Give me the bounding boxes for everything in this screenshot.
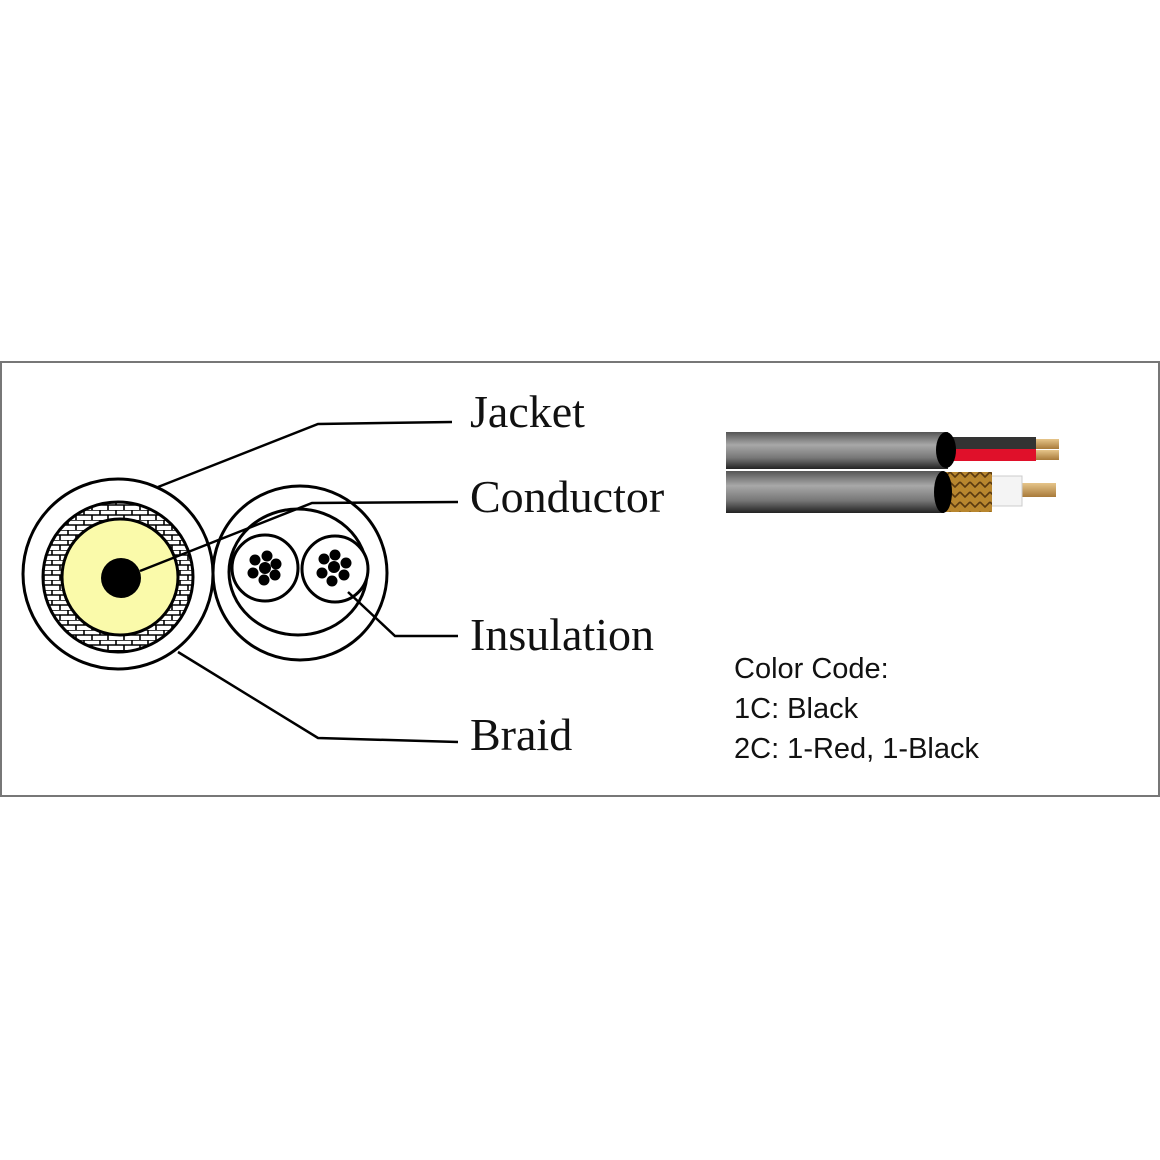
coax-cross-section xyxy=(21,477,215,671)
color-code-2c: 2C: 1-Red, 1-Black xyxy=(734,733,979,765)
power-pair-cross-section xyxy=(211,484,389,662)
copper-tip-1 xyxy=(1035,439,1059,449)
pair-jacket-circle xyxy=(211,484,389,662)
braid-leader xyxy=(177,650,459,744)
label-braid: Braid xyxy=(470,709,572,760)
jacket-leader xyxy=(157,420,453,489)
cable-side-view xyxy=(726,432,1059,513)
leader-lines xyxy=(139,420,459,744)
strands-1 xyxy=(247,550,282,586)
coax-center-copper xyxy=(1020,483,1056,497)
coax-jacket xyxy=(726,471,944,513)
center-conductor xyxy=(101,558,141,598)
color-code-title: Color Code: xyxy=(734,653,889,685)
label-conductor: Conductor xyxy=(470,471,664,522)
power-jacket xyxy=(726,432,948,469)
color-code-1c: 1C: Black xyxy=(734,693,859,725)
red-wire xyxy=(948,449,1036,461)
coax-dielectric xyxy=(989,475,1023,507)
label-jacket: Jacket xyxy=(470,386,585,437)
conductor-leader xyxy=(139,500,459,573)
black-wire xyxy=(948,437,1036,449)
copper-tip-2 xyxy=(1035,450,1059,460)
label-insulation: Insulation xyxy=(470,609,654,660)
strands-2 xyxy=(316,549,352,587)
insulation-leader xyxy=(347,591,458,638)
